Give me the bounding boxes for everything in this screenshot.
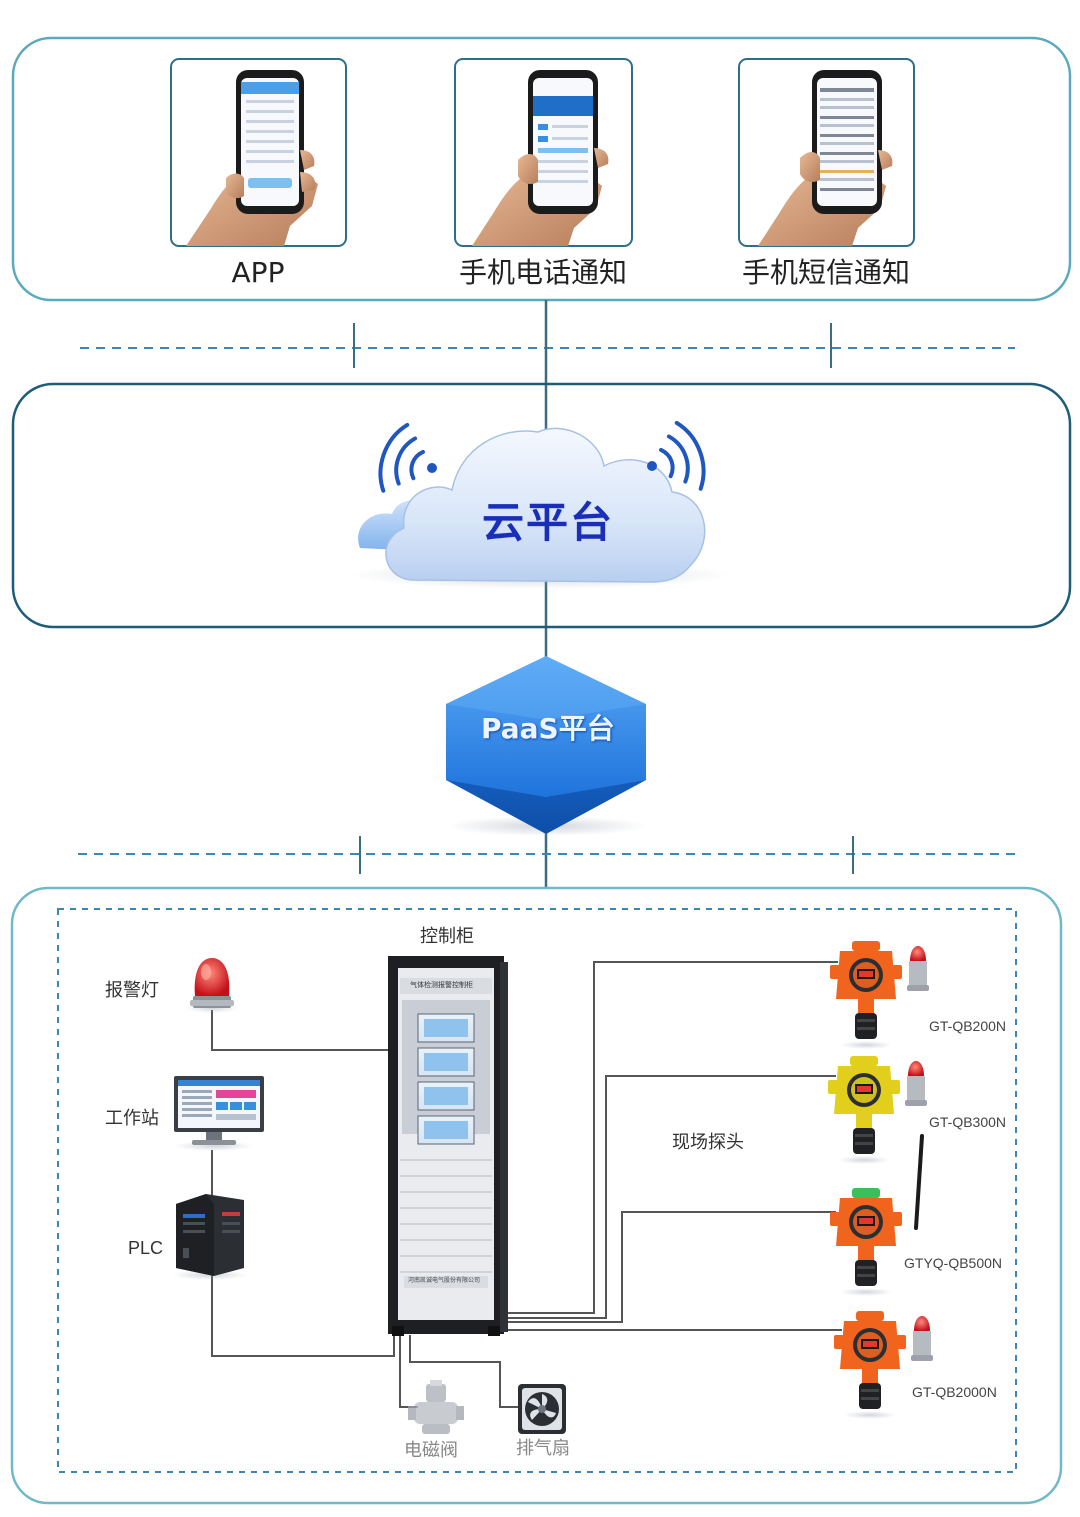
exhaust-fan-label: 排气扇	[516, 1438, 570, 1459]
wiring	[211, 961, 842, 1408]
control-cabinet-icon	[388, 956, 508, 1336]
detector-model-label: GTYQ-QB500N	[904, 1255, 1003, 1271]
hand-holding-phone-icon	[472, 70, 609, 246]
gas-detector-icon	[830, 1188, 902, 1296]
antenna-icon	[914, 1134, 924, 1230]
cloud-frame	[11, 382, 1072, 629]
solenoid-valve-icon	[408, 1380, 464, 1434]
workstation-icon	[174, 1076, 264, 1151]
field-dashed-frame	[57, 908, 1017, 1473]
cabinet-maker-label: 河南凯诚电气股份有限公司	[408, 1277, 481, 1284]
detector-model-label: GT-QB2000N	[912, 1384, 997, 1400]
plc-server-icon	[172, 1194, 248, 1280]
phone-call-card	[454, 58, 633, 247]
alarm-light-icon	[186, 958, 238, 1013]
cloud-icon	[350, 420, 730, 589]
paas-platform-title: PaaS平台	[481, 712, 615, 745]
detector-group	[828, 941, 933, 1419]
field-probe-label: 现场探头	[672, 1132, 744, 1153]
sms-card	[738, 58, 915, 247]
gas-detector-icon	[828, 1056, 927, 1164]
control-cabinet-label: 控制柜	[420, 926, 474, 947]
detector-model-label: GT-QB300N	[929, 1114, 1007, 1130]
notification-frame	[11, 36, 1072, 302]
detector-model-label: GT-QB200N	[929, 1018, 1007, 1034]
exhaust-fan-icon	[518, 1384, 566, 1434]
field-frame	[10, 886, 1063, 1505]
hand-holding-phone-icon	[758, 70, 893, 246]
alarm-light-label: 报警灯	[105, 980, 159, 1001]
gas-detector-icon	[834, 1311, 933, 1419]
gas-detector-icon	[830, 941, 929, 1049]
workstation-label: 工作站	[105, 1108, 159, 1129]
sms-notification-label: 手机短信通知	[741, 256, 910, 289]
plc-label: PLC	[128, 1238, 164, 1258]
solenoid-valve-label: 电磁阀	[404, 1440, 458, 1461]
cabinet-nameplate: 气体检测报警控制柜	[410, 981, 473, 989]
cloud-platform-title: 云平台	[482, 498, 615, 547]
hand-holding-phone-icon	[186, 70, 318, 246]
paas-hexagon-icon	[446, 656, 646, 836]
phone-call-notification-label: 手机电话通知	[458, 256, 627, 289]
app-label: APP	[231, 256, 285, 289]
app-phone-card	[170, 58, 347, 247]
